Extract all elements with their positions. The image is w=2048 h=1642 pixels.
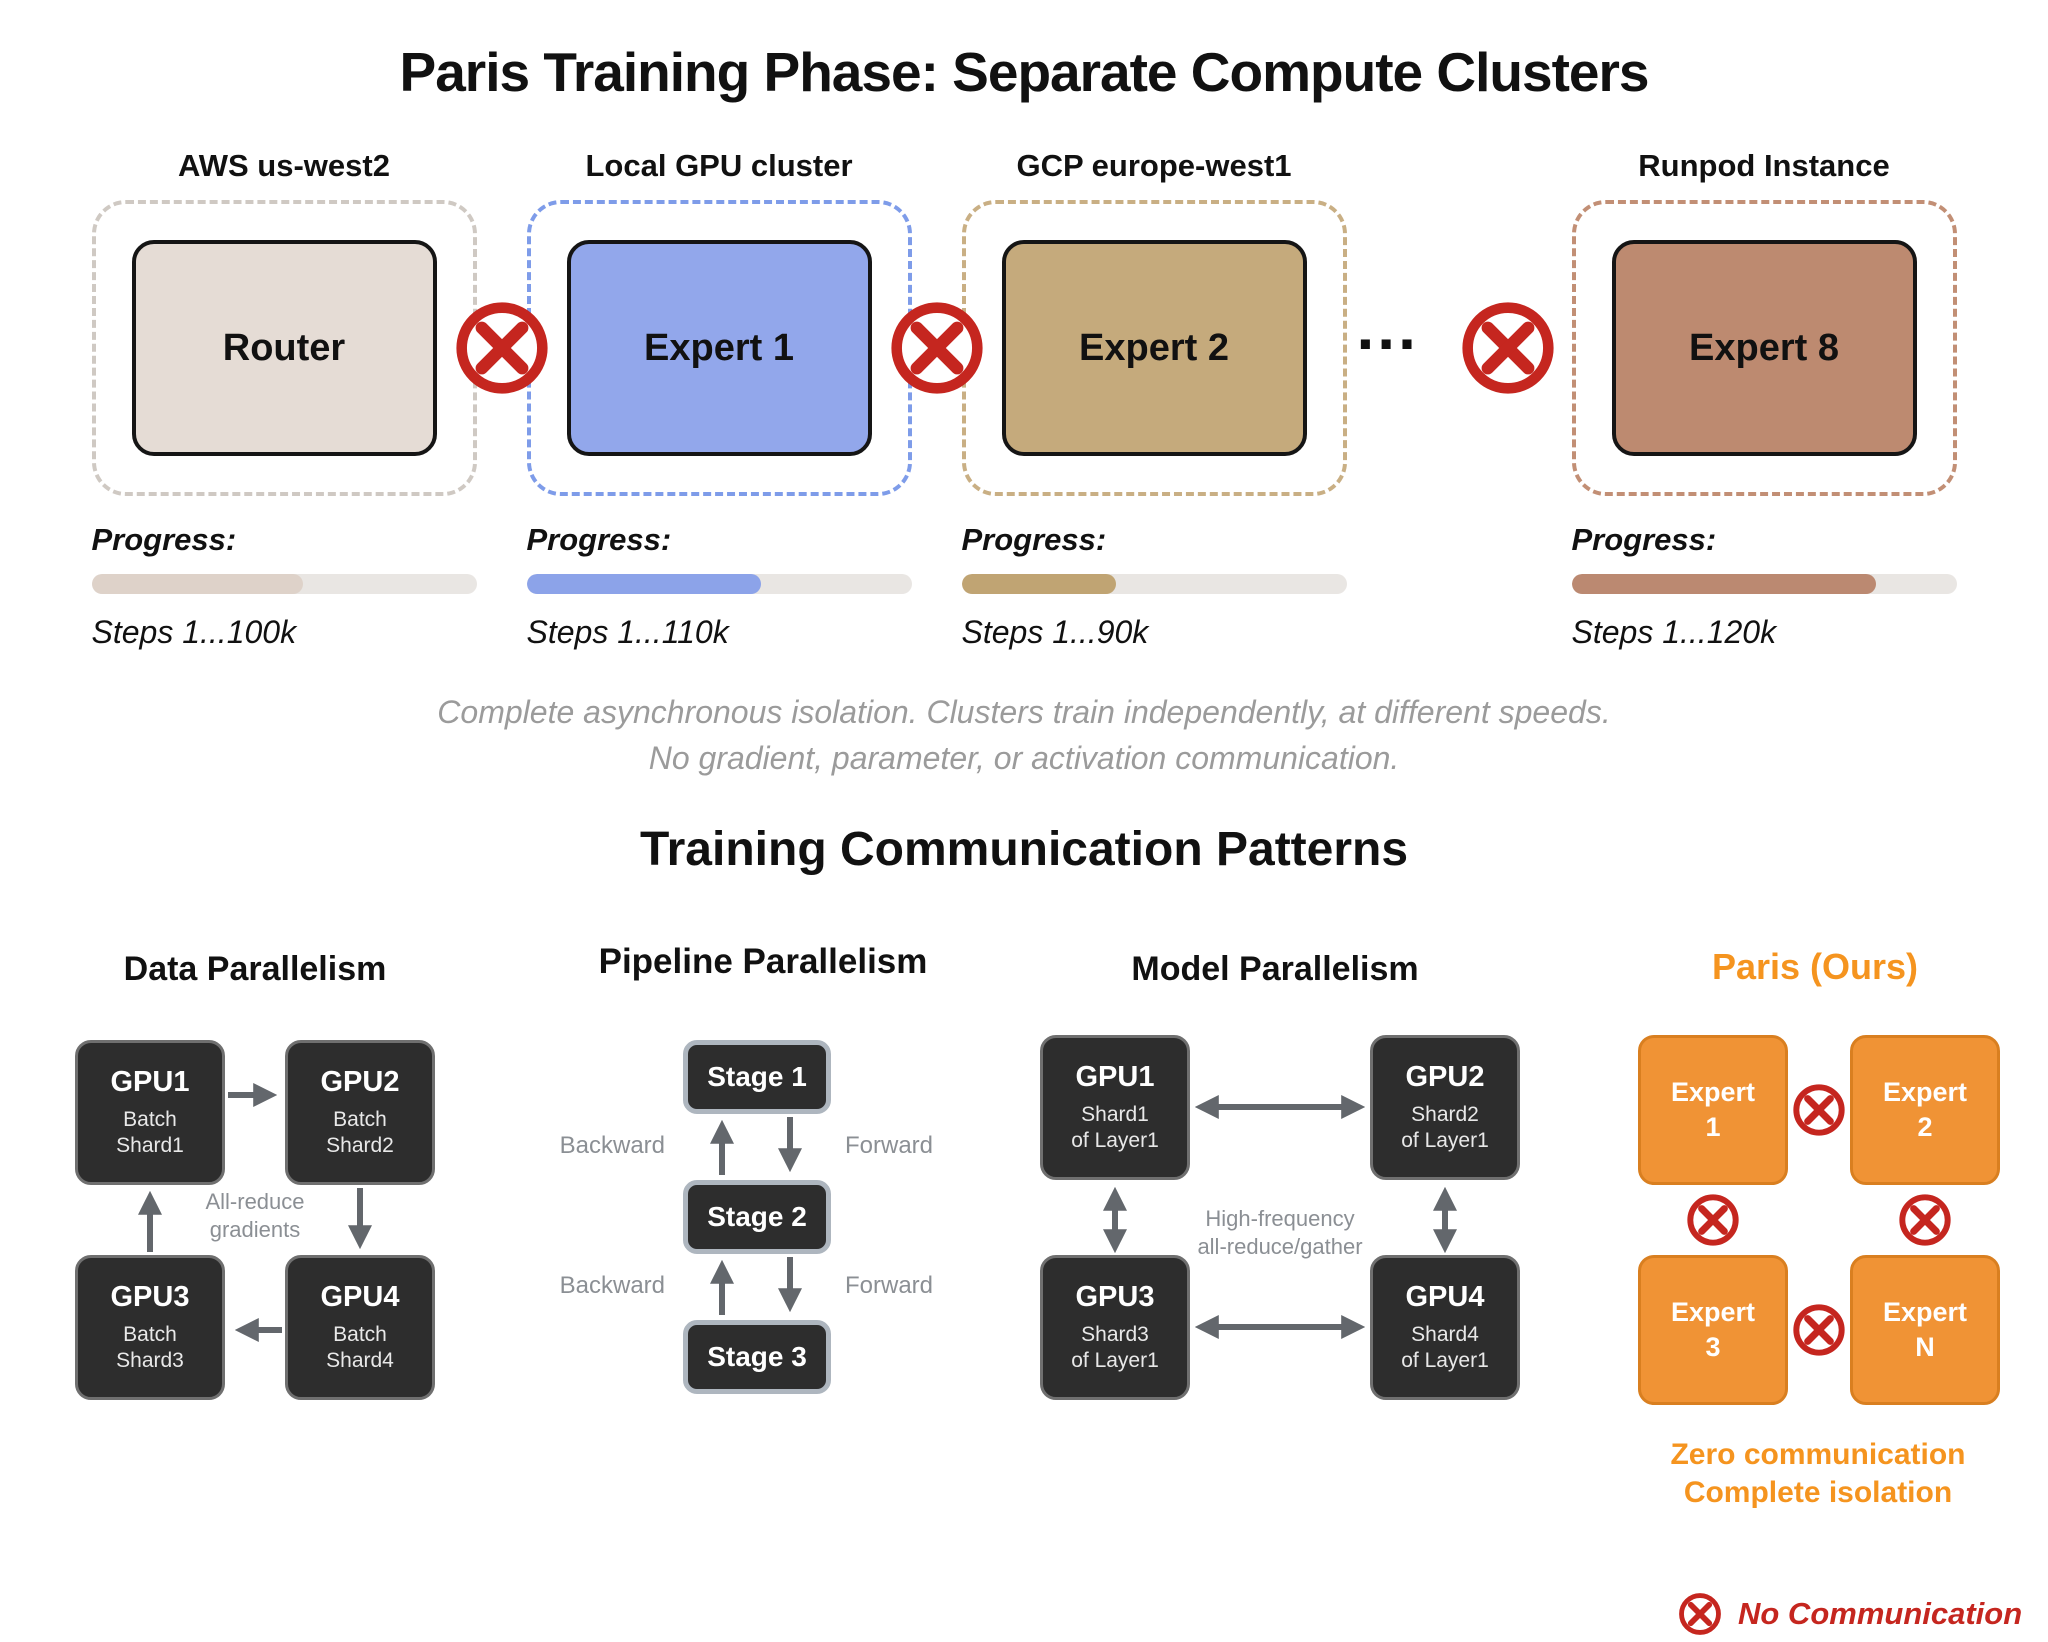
cluster-expert8: Runpod Instance Expert 8 Progress: Steps…	[1571, 148, 1957, 651]
progress-fill	[91, 574, 304, 594]
expert1-box: Expert 1	[566, 240, 872, 456]
progress-bar	[91, 574, 477, 594]
progress-label: Progress:	[91, 522, 237, 557]
progress-bar	[961, 574, 1347, 594]
steps-label: Steps 1...100k	[91, 614, 297, 650]
gpu-sub: Batch Shard4	[326, 1322, 394, 1372]
patterns-section-title: Training Communication Patterns	[639, 822, 1409, 876]
cluster-expert1: Local GPU cluster Expert 1 Progress: Ste…	[526, 148, 912, 651]
gpu-sub: Batch Shard1	[116, 1107, 184, 1157]
no-communication-icon	[454, 300, 550, 396]
gpu-sub: Shard4 of Layer1	[1401, 1322, 1489, 1372]
cluster-location: Runpod Instance	[1638, 148, 1890, 183]
no-communication-icon	[1898, 1193, 1952, 1247]
progress-bar	[526, 574, 912, 594]
router-box: Router	[131, 240, 437, 456]
expert8-box: Expert 8	[1611, 240, 1917, 456]
progress-bar	[1571, 574, 1957, 594]
legend: No Communication	[1678, 1592, 2022, 1636]
cluster-expert2: GCP europe-west1 Expert 2 Progress: Step…	[961, 148, 1347, 651]
all-reduce-gather-label: High-frequency all-reduce/gather	[1197, 1206, 1363, 1259]
no-communication-icon	[1686, 1193, 1740, 1247]
cluster-dashed-frame: Expert 1	[526, 200, 912, 496]
progress-fill	[1571, 574, 1876, 594]
progress-label: Progress:	[1571, 522, 1717, 557]
isolation-caption: Complete asynchronous isolation. Cluster…	[0, 689, 2048, 782]
model-parallelism-title: Model Parallelism	[1131, 950, 1419, 988]
gpu-box: GPU3 Shard3 of Layer1	[1040, 1255, 1190, 1400]
pipeline-parallelism-title: Pipeline Parallelism	[598, 942, 928, 981]
progress-fill	[961, 574, 1116, 594]
gpu-box: GPU2 Shard2 of Layer1	[1370, 1035, 1520, 1180]
gpu-box: GPU4 Shard4 of Layer1	[1370, 1255, 1520, 1400]
progress-label: Progress:	[961, 522, 1107, 557]
expert2-box: Expert 2	[1001, 240, 1307, 456]
steps-label: Steps 1...110k	[526, 614, 729, 650]
gpu-sub: Batch Shard2	[326, 1107, 394, 1157]
steps-label: Steps 1...90k	[961, 614, 1149, 650]
no-communication-icon	[1678, 1592, 1722, 1636]
gpu-box: GPU1 Batch Shard1	[75, 1040, 225, 1185]
gpu-name: GPU4	[320, 1280, 400, 1313]
all-reduce-label: All-reduce gradients	[205, 1189, 305, 1242]
paris-note-line-1: Zero communication	[1670, 1438, 1966, 1471]
legend-label: No Communication	[1738, 1596, 2023, 1631]
cluster-dashed-frame: Expert 2	[961, 200, 1347, 496]
gpu-sub: Shard1 of Layer1	[1071, 1102, 1159, 1152]
ellipsis: ...	[1356, 291, 1419, 363]
forward-label: Forward	[845, 1132, 934, 1159]
caption-line-2: No gradient, parameter, or activation co…	[648, 740, 1400, 777]
backward-label: Backward	[559, 1272, 665, 1299]
no-communication-icon	[1460, 300, 1556, 396]
gpu-sub: Shard3 of Layer1	[1071, 1322, 1159, 1372]
gpu-name: GPU2	[320, 1065, 400, 1098]
progress-fill	[526, 574, 762, 594]
no-communication-icon	[1792, 1083, 1846, 1137]
no-communication-icon	[889, 300, 985, 396]
gpu-box: GPU2 Batch Shard2	[285, 1040, 435, 1185]
stage-box: Stage 3	[683, 1320, 831, 1394]
gpu-sub: Shard2 of Layer1	[1401, 1102, 1489, 1152]
gpu-box: GPU1 Shard1 of Layer1	[1040, 1035, 1190, 1180]
no-communication-gap	[912, 148, 962, 651]
data-parallelism-title: Data Parallelism	[123, 950, 387, 988]
gpu-name: GPU1	[110, 1065, 190, 1098]
clusters-row: AWS us-west2 Router Progress: Steps 1...…	[0, 148, 2048, 651]
gpu-name: GPU3	[1075, 1280, 1155, 1313]
paris-note-line-2: Complete isolation	[1683, 1476, 1953, 1509]
gpu-name: GPU4	[1405, 1280, 1485, 1313]
patterns-section: Data Parallelism GPU1 Batch Shard1 GPU2 …	[0, 920, 2048, 1642]
gpu-name: GPU3	[110, 1280, 190, 1313]
page-title: Paris Training Phase: Separate Compute C…	[399, 41, 1650, 103]
no-communication-gap	[477, 148, 527, 651]
gpu-box: GPU3 Batch Shard3	[75, 1255, 225, 1400]
cluster-location: AWS us-west2	[178, 148, 390, 183]
cluster-dashed-frame: Expert 8	[1571, 200, 1957, 496]
backward-label: Backward	[559, 1132, 665, 1159]
cluster-router: AWS us-west2 Router Progress: Steps 1...…	[91, 148, 477, 651]
steps-label: Steps 1...120k	[1571, 614, 1777, 650]
forward-label: Forward	[845, 1272, 934, 1299]
stage-box: Stage 1	[683, 1040, 831, 1114]
cluster-location: Local GPU cluster	[585, 148, 853, 183]
gpu-name: GPU2	[1405, 1060, 1485, 1093]
caption-line-1: Complete asynchronous isolation. Cluster…	[437, 694, 1611, 730]
progress-label: Progress:	[526, 522, 672, 557]
stage-box: Stage 2	[683, 1180, 831, 1254]
no-communication-icon	[1792, 1303, 1846, 1357]
more-experts-gap: ...	[1347, 148, 1572, 651]
cluster-dashed-frame: Router	[91, 200, 477, 496]
gpu-sub: Batch Shard3	[116, 1322, 184, 1372]
gpu-box: GPU4 Batch Shard4	[285, 1255, 435, 1400]
gpu-name: GPU1	[1075, 1060, 1155, 1093]
cluster-location: GCP europe-west1	[1016, 148, 1292, 183]
paris-title: Paris (Ours)	[1711, 946, 1919, 987]
